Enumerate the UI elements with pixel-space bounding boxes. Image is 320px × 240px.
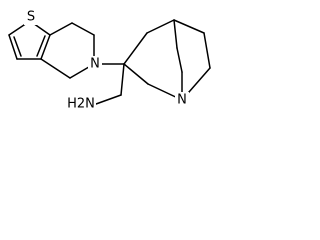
- bond-c3a-c7a: [40, 34, 51, 60]
- ring-nitrogen-label: N: [90, 57, 100, 72]
- tetrahydropyridine-ring: [40, 22, 95, 79]
- bond-c7-c6: [71, 22, 95, 36]
- amine-label: H2N: [67, 97, 95, 112]
- bond-c6-c7: [203, 32, 211, 69]
- bridgehead-nitrogen-label: N: [177, 93, 187, 108]
- bond-c4-c3a: [40, 58, 71, 79]
- bond-c4-c8: [173, 19, 178, 49]
- bond-c3a-c7a-double: [36, 35, 46, 57]
- bond-c8-c9: [176, 47, 183, 73]
- bond-c4a-c4: [146, 19, 175, 34]
- aminomethyl-group: [95, 63, 125, 105]
- thiophene-ring: [8, 20, 51, 60]
- sulfur-atom-label: S: [27, 10, 35, 25]
- bond-c7a-c7: [49, 22, 73, 36]
- molecule-structure-diagram: S N N H2N: [8, 9, 211, 113]
- quinuclidine-cage: [123, 19, 211, 101]
- bond-c2-c3: [8, 34, 18, 60]
- bond-c4-c6: [173, 19, 205, 34]
- bond-cq-c2: [123, 63, 149, 85]
- bond-cq-ch2: [120, 63, 125, 96]
- bond-ch2-n: [95, 94, 122, 105]
- bond-c2-c3-double: [13, 36, 22, 57]
- bond-cq-c4a: [123, 32, 148, 65]
